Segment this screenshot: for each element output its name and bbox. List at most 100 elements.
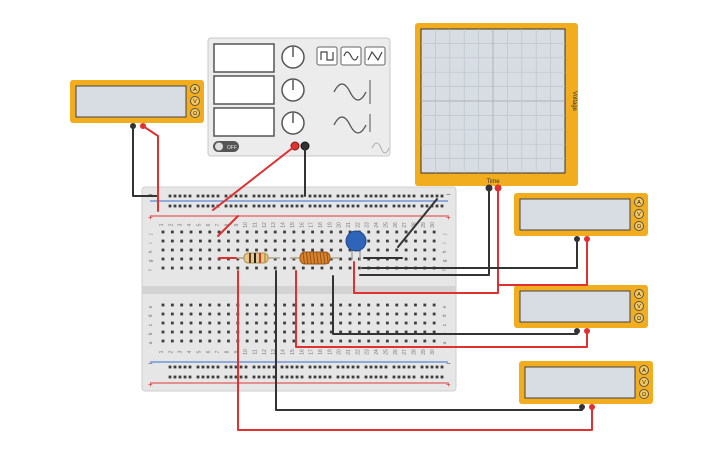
- breadboard-hole[interactable]: [188, 194, 192, 198]
- breadboard-hole[interactable]: [208, 239, 212, 243]
- breadboard-hole[interactable]: [201, 375, 205, 379]
- breadboard-hole[interactable]: [320, 339, 324, 343]
- breadboard-hole[interactable]: [161, 230, 165, 234]
- breadboard-hole[interactable]: [217, 230, 221, 234]
- breadboard-hole[interactable]: [264, 339, 268, 343]
- breadboard-hole[interactable]: [178, 204, 182, 208]
- breadboard-hole[interactable]: [224, 194, 228, 198]
- breadboard-hole[interactable]: [341, 365, 345, 369]
- breadboard-hole[interactable]: [356, 204, 360, 208]
- breadboard-hole[interactable]: [161, 321, 165, 325]
- breadboard-hole[interactable]: [173, 365, 177, 369]
- breadboard-hole[interactable]: [224, 365, 228, 369]
- breadboard-hole[interactable]: [273, 266, 277, 270]
- breadboard-hole[interactable]: [264, 330, 268, 334]
- breadboard-hole[interactable]: [339, 303, 343, 307]
- breadboard-hole[interactable]: [420, 204, 424, 208]
- breadboard-hole[interactable]: [227, 266, 230, 270]
- breadboard-hole[interactable]: [425, 365, 429, 369]
- breadboard-hole[interactable]: [318, 194, 322, 198]
- breadboard-hole[interactable]: [313, 375, 317, 379]
- breadboard-hole[interactable]: [432, 239, 436, 243]
- breadboard-hole[interactable]: [255, 312, 258, 316]
- breadboard-hole[interactable]: [311, 266, 314, 270]
- breadboard-hole[interactable]: [255, 248, 258, 252]
- breadboard-hole[interactable]: [189, 239, 193, 243]
- breadboard-hole[interactable]: [386, 230, 389, 234]
- breadboard-hole[interactable]: [414, 339, 417, 343]
- breadboard-hole[interactable]: [236, 239, 240, 243]
- breadboard-hole[interactable]: [285, 365, 289, 369]
- breadboard-hole[interactable]: [369, 204, 373, 208]
- breadboard-hole[interactable]: [367, 248, 371, 252]
- breadboard-hole[interactable]: [376, 303, 380, 307]
- breadboard-hole[interactable]: [328, 204, 332, 208]
- breadboard-hole[interactable]: [295, 365, 299, 369]
- breadboard-hole[interactable]: [257, 365, 261, 369]
- breadboard-hole[interactable]: [245, 339, 249, 343]
- breadboard-hole[interactable]: [168, 375, 172, 379]
- mode-button-voltage[interactable]: [190, 96, 200, 106]
- breadboard-hole[interactable]: [440, 204, 444, 208]
- breadboard-hole[interactable]: [430, 365, 434, 369]
- function-generator[interactable]: OFF: [207, 37, 391, 157]
- breadboard-hole[interactable]: [395, 248, 399, 252]
- breadboard-hole[interactable]: [301, 239, 305, 243]
- breadboard-hole[interactable]: [183, 194, 187, 198]
- breadboard-hole[interactable]: [351, 365, 355, 369]
- breadboard-hole[interactable]: [283, 230, 286, 234]
- breadboard-hole[interactable]: [292, 257, 296, 261]
- breadboard-hole[interactable]: [313, 204, 317, 208]
- breadboard-hole[interactable]: [386, 303, 389, 307]
- breadboard-hole[interactable]: [283, 330, 286, 334]
- breadboard-hole[interactable]: [320, 230, 324, 234]
- breadboard-hole[interactable]: [300, 375, 304, 379]
- breadboard-hole[interactable]: [423, 312, 427, 316]
- breadboard-hole[interactable]: [364, 204, 368, 208]
- breadboard-hole[interactable]: [351, 375, 355, 379]
- breadboard-hole[interactable]: [323, 194, 327, 198]
- breadboard-hole[interactable]: [348, 230, 352, 234]
- breadboard-hole[interactable]: [245, 303, 249, 307]
- breadboard-hole[interactable]: [301, 321, 305, 325]
- breadboard-hole[interactable]: [272, 375, 276, 379]
- wire-generator-positive[interactable]: [212, 145, 296, 211]
- breadboard-hole[interactable]: [328, 375, 332, 379]
- breadboard-hole[interactable]: [328, 194, 332, 198]
- breadboard-hole[interactable]: [435, 375, 439, 379]
- breadboard-hole[interactable]: [395, 339, 399, 343]
- breadboard-hole[interactable]: [283, 239, 286, 243]
- breadboard-hole[interactable]: [227, 339, 230, 343]
- wire-meter2-positive[interactable]: [497, 238, 588, 286]
- breadboard-hole[interactable]: [273, 230, 277, 234]
- breadboard-hole[interactable]: [199, 248, 202, 252]
- breadboard-hole[interactable]: [301, 230, 305, 234]
- breadboard-hole[interactable]: [339, 248, 343, 252]
- breadboard-hole[interactable]: [170, 330, 174, 334]
- breadboard-hole[interactable]: [245, 239, 249, 243]
- breadboard-hole[interactable]: [161, 266, 165, 270]
- breadboard-hole[interactable]: [311, 330, 314, 334]
- breadboard-hole[interactable]: [173, 204, 177, 208]
- breadboard-hole[interactable]: [420, 194, 424, 198]
- breadboard-hole[interactable]: [183, 204, 187, 208]
- breadboard-hole[interactable]: [170, 321, 174, 325]
- breadboard-hole[interactable]: [236, 230, 240, 234]
- breadboard-hole[interactable]: [244, 204, 248, 208]
- breadboard-hole[interactable]: [367, 303, 371, 307]
- breadboard-hole[interactable]: [236, 257, 240, 261]
- breadboard-hole[interactable]: [244, 365, 248, 369]
- breadboard-hole[interactable]: [173, 375, 177, 379]
- breadboard-hole[interactable]: [199, 321, 202, 325]
- breadboard-hole[interactable]: [414, 257, 417, 261]
- breadboard-hole[interactable]: [376, 312, 380, 316]
- breadboard-hole[interactable]: [339, 239, 343, 243]
- breadboard-hole[interactable]: [397, 375, 401, 379]
- breadboard-hole[interactable]: [376, 339, 380, 343]
- breadboard-hole[interactable]: [292, 266, 296, 270]
- breadboard-hole[interactable]: [384, 375, 388, 379]
- breadboard-hole[interactable]: [244, 375, 248, 379]
- breadboard-hole[interactable]: [412, 194, 416, 198]
- breadboard-hole[interactable]: [283, 312, 286, 316]
- breadboard-hole[interactable]: [379, 365, 383, 369]
